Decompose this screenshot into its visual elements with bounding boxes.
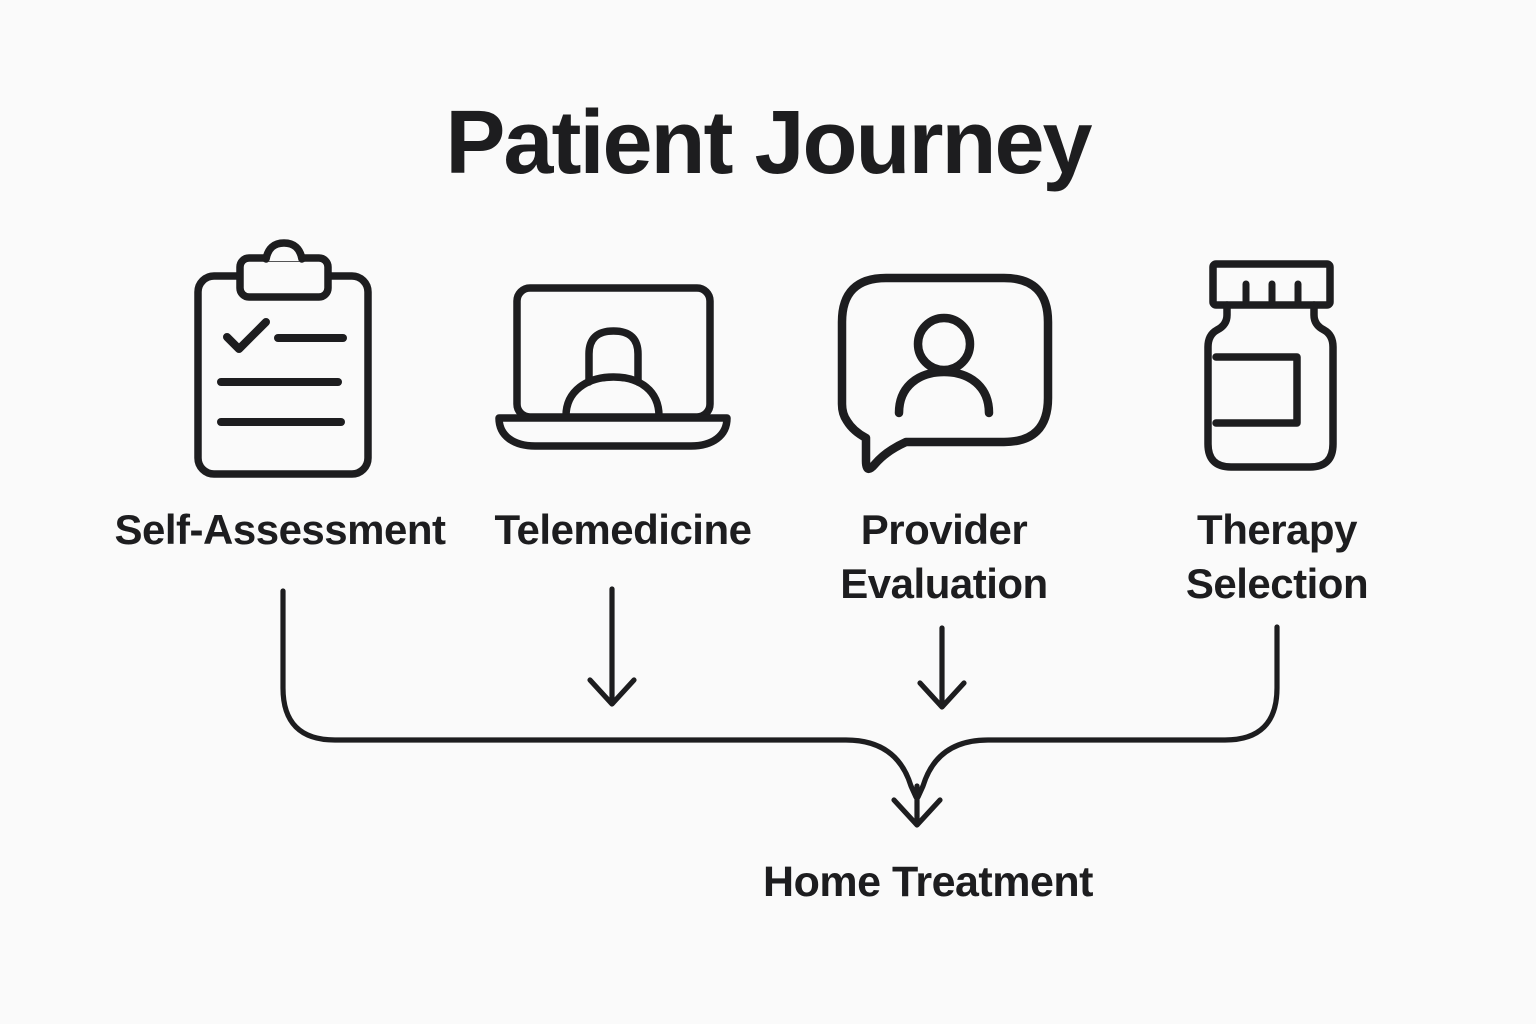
laptop-video-call-icon (495, 284, 731, 450)
step-label-telemedicine: Telemedicine (494, 506, 753, 553)
medicine-bottle-icon (1204, 260, 1337, 471)
merge-arrow (891, 783, 943, 828)
step-label-therapy-selection: Therapy Selection (1185, 506, 1369, 607)
merge-bracket (280, 588, 1280, 800)
page-title: Patient Journey (445, 93, 1092, 193)
clipboard-checklist-icon (194, 239, 372, 478)
home-treatment-label: Home Treatment (763, 858, 1093, 906)
down-arrow-provider-evaluation (917, 625, 967, 710)
chat-bubble-person-icon (837, 273, 1053, 473)
step-label-self-assessment: Self-Assessment (114, 506, 446, 553)
down-arrow-telemedicine (587, 586, 637, 707)
step-label-provider-evaluation: Provider Evaluation (840, 506, 1048, 607)
